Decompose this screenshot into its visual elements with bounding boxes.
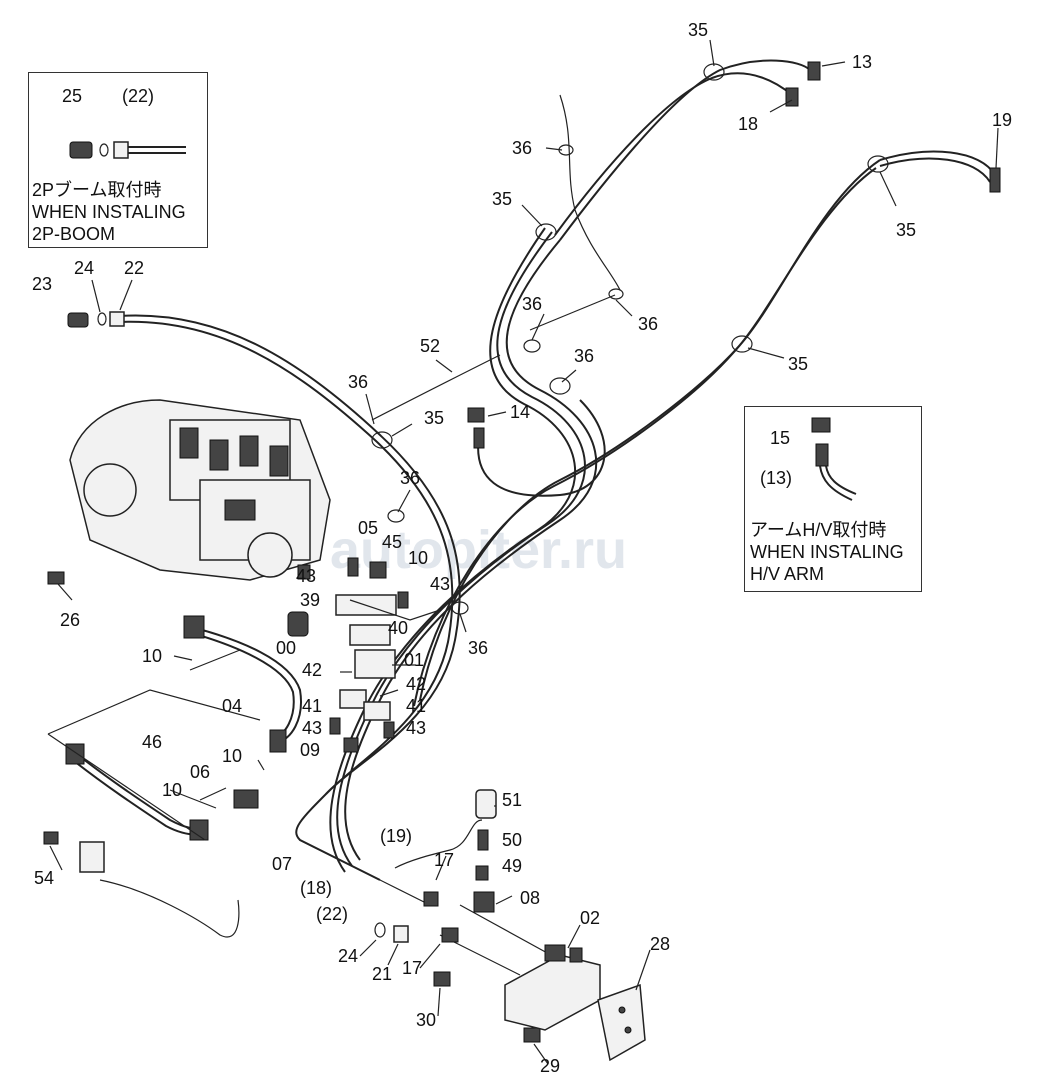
hose-runs xyxy=(73,59,996,976)
callout-36: 36 xyxy=(574,346,594,366)
callout-10: 10 xyxy=(142,646,162,666)
callout-40: 40 xyxy=(388,618,408,638)
callout-17: 17 xyxy=(402,958,422,978)
callout-24: 24 xyxy=(74,258,94,278)
callout-02: 02 xyxy=(580,908,600,928)
callout-29: 29 xyxy=(540,1056,560,1076)
callout-43: 43 xyxy=(296,566,316,586)
callout-42: 42 xyxy=(406,674,426,694)
callout-35: 35 xyxy=(788,354,808,374)
hydraulic-pump-assembly xyxy=(69,399,331,581)
inset-arm-label-jp: アームH/V取付時 xyxy=(750,520,887,540)
callout-51: 51 xyxy=(502,790,522,810)
inset-boom-label-2: 2P-BOOM xyxy=(32,224,116,244)
inset-arm-box xyxy=(744,406,922,592)
callout-23: 23 xyxy=(32,274,52,294)
callout-22: (22) xyxy=(316,904,348,924)
callout-52: 52 xyxy=(420,336,440,356)
callout-41: 41 xyxy=(406,696,426,716)
inset-arm-label-1: WHEN INSTALING xyxy=(750,542,904,562)
callout-10: 10 xyxy=(162,780,182,800)
callout-41: 41 xyxy=(302,696,322,716)
callout-35: 35 xyxy=(688,20,708,40)
callout-07: 07 xyxy=(272,854,292,874)
inset-arm-part-15: 15 xyxy=(770,428,791,448)
callout-36: 36 xyxy=(400,468,420,488)
mounting-bracket xyxy=(597,983,646,1062)
callout-17: 17 xyxy=(434,850,454,870)
callout-19: (19) xyxy=(380,826,412,846)
callout-49: 49 xyxy=(502,856,522,876)
callout-43: 43 xyxy=(406,718,426,738)
callout-54: 54 xyxy=(34,868,54,888)
callout-10: 10 xyxy=(222,746,242,766)
callout-42: 42 xyxy=(302,660,322,680)
callout-19: 19 xyxy=(992,110,1012,130)
callout-24: 24 xyxy=(338,946,358,966)
callout-labels: 35 13 18 19 36 35 35 23 24 22 36 36 52 3… xyxy=(32,20,1012,1076)
callout-09: 09 xyxy=(300,740,320,760)
callout-10: 10 xyxy=(408,548,428,568)
callout-13: 13 xyxy=(852,52,872,72)
callout-36: 36 xyxy=(512,138,532,158)
callout-26: 26 xyxy=(60,610,80,630)
callout-46: 46 xyxy=(142,732,162,752)
callout-45: 45 xyxy=(382,532,402,552)
callout-18: (18) xyxy=(300,878,332,898)
callout-04: 04 xyxy=(222,696,242,716)
callout-36: 36 xyxy=(468,638,488,658)
callout-28: 28 xyxy=(650,934,670,954)
callout-43: 43 xyxy=(430,574,450,594)
inset-arm-label-2: H/V ARM xyxy=(750,564,825,584)
callout-35: 35 xyxy=(492,189,512,209)
callout-50: 50 xyxy=(502,830,522,850)
callout-36: 36 xyxy=(522,294,542,314)
callout-39: 39 xyxy=(300,590,320,610)
fittings xyxy=(43,61,1001,1043)
callout-35: 35 xyxy=(424,408,444,428)
callout-18: 18 xyxy=(738,114,758,134)
inset-arm-part-13: (13) xyxy=(760,468,793,488)
leader-lines xyxy=(47,39,999,1065)
callout-43: 43 xyxy=(302,718,322,738)
inset-boom-label-1: WHEN INSTALING xyxy=(32,202,186,222)
callout-30: 30 xyxy=(416,1010,436,1030)
callout-22: 22 xyxy=(124,258,144,278)
callout-05: 05 xyxy=(358,518,378,538)
callout-06: 06 xyxy=(190,762,210,782)
callout-21: 21 xyxy=(372,964,392,984)
callout-35: 35 xyxy=(896,220,916,240)
callout-36: 36 xyxy=(348,372,368,392)
inset-boom-drawing xyxy=(69,141,186,159)
inset-boom-box xyxy=(28,72,208,248)
inset-boom-part-22: (22) xyxy=(122,86,155,106)
callout-00: 00 xyxy=(276,638,296,658)
callout-08: 08 xyxy=(520,888,540,908)
inset-boom-part-25: 25 xyxy=(62,86,83,106)
control-block xyxy=(504,944,601,1031)
callout-36: 36 xyxy=(638,314,658,334)
inset-arm-drawing xyxy=(811,417,857,501)
inset-boom-label-jp: 2Pブーム取付時 xyxy=(32,180,162,200)
callout-14: 14 xyxy=(510,402,530,422)
callout-01: 01 xyxy=(404,650,424,670)
